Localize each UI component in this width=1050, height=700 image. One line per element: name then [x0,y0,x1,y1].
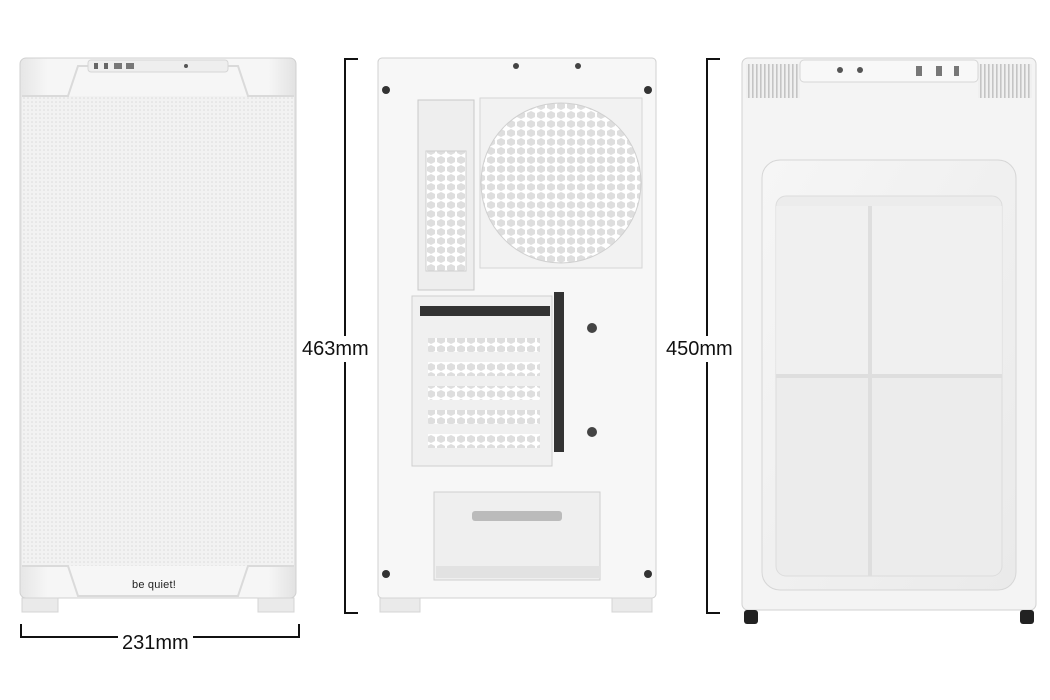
width-dimension-label: 231mm [118,632,193,654]
case-rear-view [376,56,658,614]
case-front-view: be quiet! [18,56,298,614]
side-height-dimension-label: 450mm [666,336,733,362]
case-front-illustration [19,57,297,613]
front-logo: be quiet! [132,579,177,591]
rear-height-dimension-label: 463mm [302,336,369,362]
case-side-illustration [741,57,1037,624]
case-rear-illustration [377,57,657,613]
case-side-view [740,56,1038,628]
